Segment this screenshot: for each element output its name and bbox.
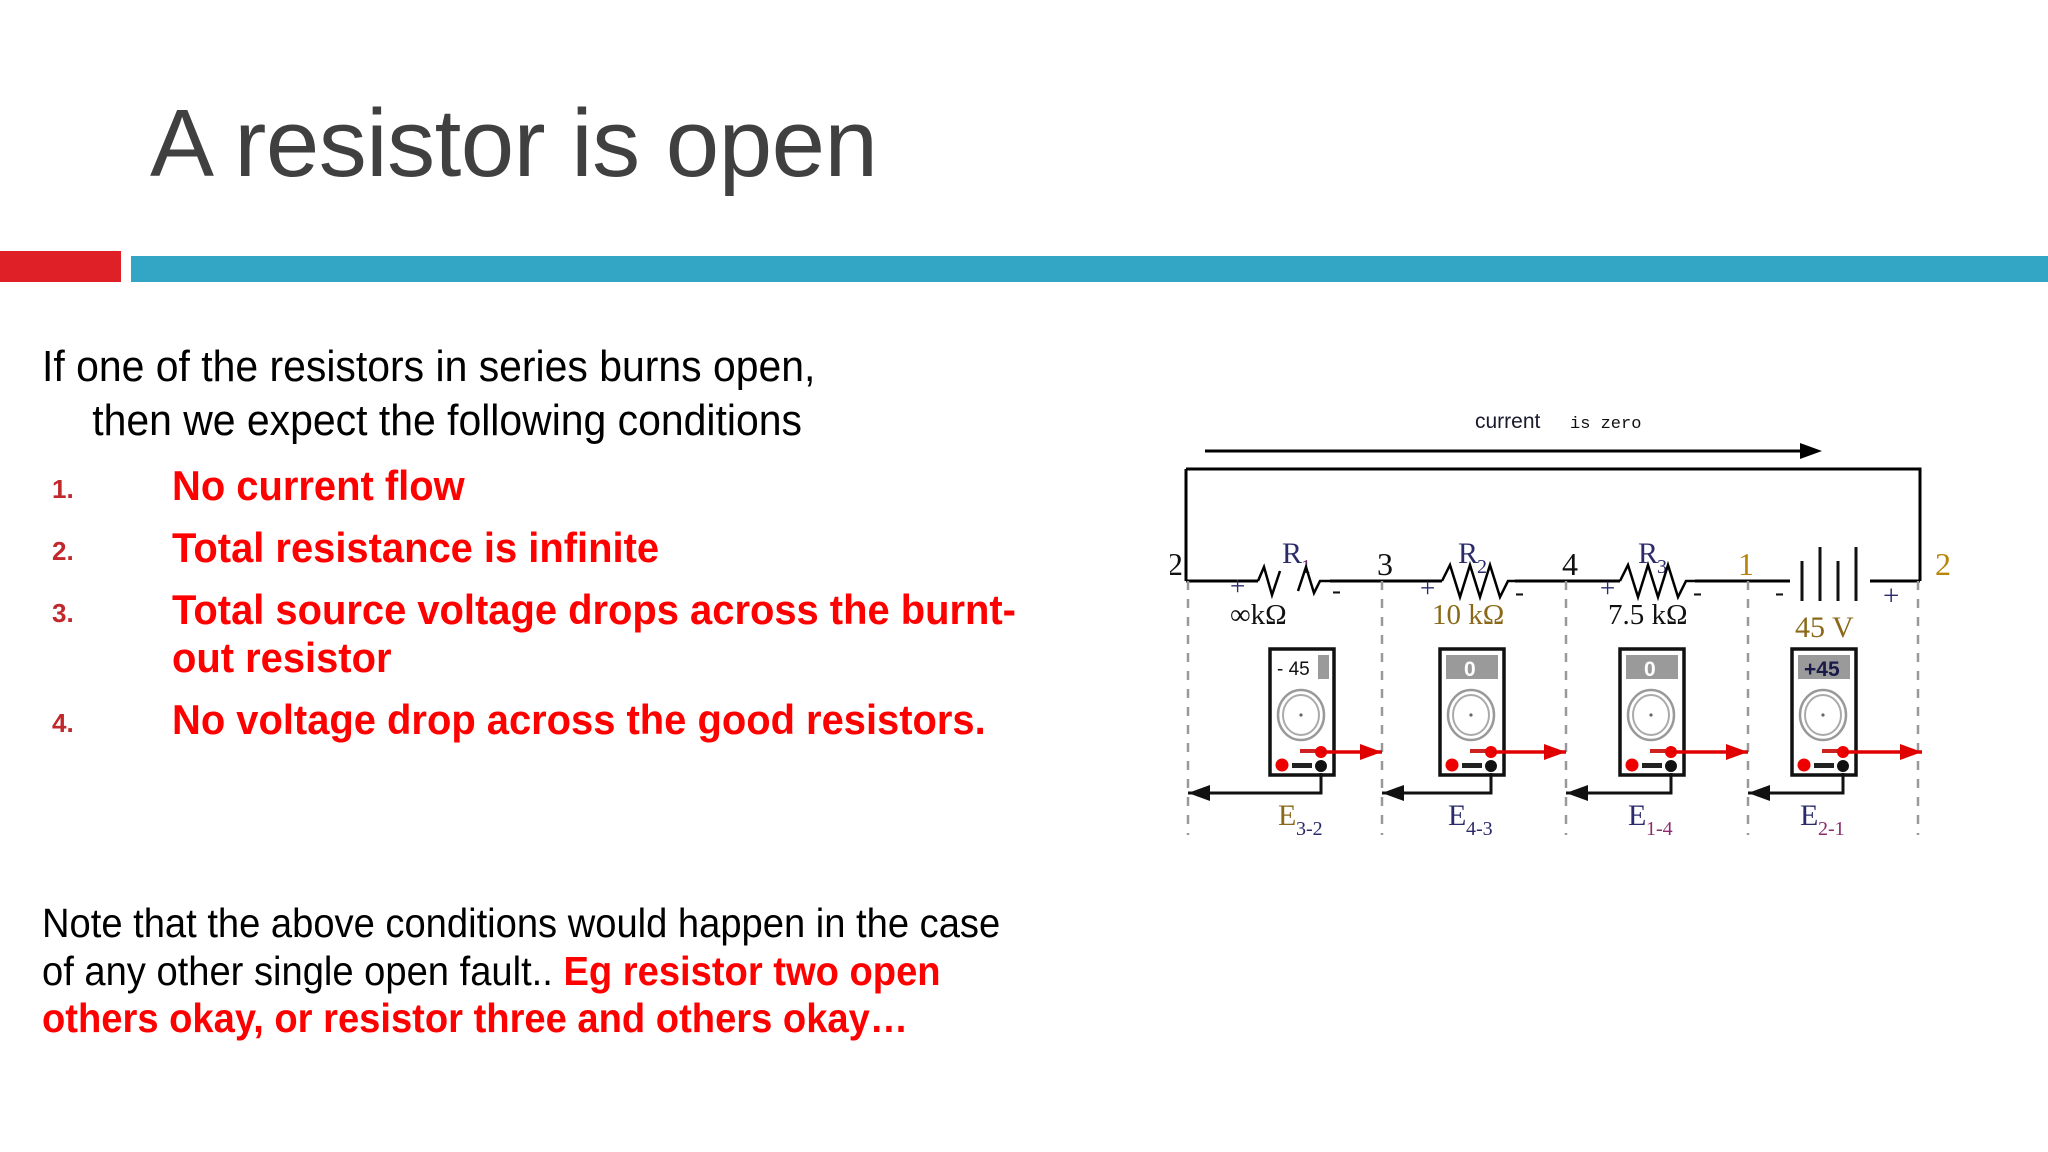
resistor-r1: R 1 + - ∞kΩ: [1230, 537, 1341, 631]
list-item: 4. No voltage drop across the good resis…: [42, 696, 1062, 744]
meter-e21-label-sub: 2-1: [1818, 818, 1845, 840]
meter-e14-label-sub: 1-4: [1646, 818, 1673, 840]
resistor-r2-ref: R: [1458, 537, 1478, 570]
resistor-r1-polarity-left: +: [1230, 571, 1245, 601]
node-label-after-r2: 4: [1562, 546, 1578, 582]
resistor-r2-polarity-left: +: [1420, 573, 1435, 603]
list-item-number: 4.: [52, 707, 74, 738]
resistor-r3-polarity-right: -: [1693, 577, 1702, 607]
divider-accent-teal: [131, 256, 2048, 282]
meter-e14: 0 E 1-4: [1566, 647, 1748, 840]
meter-e21-display: +45: [1804, 658, 1840, 681]
meter-e32-label: E: [1278, 799, 1296, 832]
intro-line-2: then we expect the following conditions: [92, 395, 802, 445]
footer-note: Note that the above conditions would hap…: [42, 900, 1028, 1043]
meter-e32: - 45 E 3-2: [1188, 647, 1382, 840]
resistor-r3: R 3 + - 7.5 kΩ: [1600, 537, 1702, 631]
divider-accent-red: [0, 251, 121, 282]
list-item: 2. Total resistance is infinite: [42, 524, 1062, 572]
node-label-left: 2: [1170, 546, 1183, 582]
circuit-diagram: current is zero 2 3 4 1 2 R 1 + - ∞kΩ R …: [1170, 395, 1970, 845]
meter-e43-label-sub: 4-3: [1466, 818, 1493, 840]
meter-e14-display: 0: [1644, 658, 1656, 681]
list-item-number: 1.: [52, 474, 74, 504]
meter-e21-label: E: [1800, 799, 1818, 832]
meter-e21: +45 E 2-1: [1748, 647, 1922, 840]
list-item-label: Total resistance is infinite: [172, 523, 660, 571]
resistor-r3-ref: R: [1638, 537, 1658, 570]
page-title: A resistor is open: [150, 90, 878, 197]
conditions-list: 1. No current flow 2. Total resistance i…: [42, 462, 1062, 757]
meter-e43-label: E: [1448, 799, 1466, 832]
resistor-r2-sub: 2: [1477, 556, 1487, 578]
node-label-after-r1: 3: [1377, 546, 1393, 582]
footer-note-plain: Note that the above conditions would hap…: [42, 900, 1001, 994]
resistor-r2-polarity-right: -: [1515, 577, 1524, 607]
resistor-r3-sub: 3: [1657, 556, 1667, 578]
list-item-label: No current flow: [172, 462, 465, 509]
list-item-label: No voltage drop across the good resistor…: [172, 695, 986, 743]
intro-paragraph: If one of the resistors in series burns …: [42, 340, 981, 447]
battery-source: - + 45 V: [1775, 547, 1899, 644]
meter-e32-display: - 45: [1277, 659, 1310, 680]
list-item: 3. Total source voltage drops across the…: [42, 586, 1062, 682]
resistor-r1-ref: R: [1282, 537, 1302, 570]
battery-value: 45 V: [1795, 611, 1854, 644]
battery-polarity-left: -: [1775, 577, 1784, 607]
list-item-label: Total source voltage drops across the bu…: [172, 585, 1016, 681]
battery-polarity-right: +: [1883, 580, 1899, 612]
meter-e32-label-sub: 3-2: [1296, 818, 1323, 840]
resistor-r2-value: 10 kΩ: [1432, 599, 1504, 631]
intro-line-1: If one of the resistors in series burns …: [42, 342, 816, 391]
node-label-right: 2: [1935, 546, 1951, 582]
meter-e43-display: 0: [1464, 658, 1476, 681]
resistor-r1-polarity-right: -: [1332, 575, 1341, 605]
current-label-rest: is zero: [1570, 415, 1641, 434]
circuit-loop-wire: [1184, 467, 1922, 581]
resistor-r1-value: ∞kΩ: [1230, 599, 1287, 631]
resistor-r3-value: 7.5 kΩ: [1608, 599, 1688, 631]
meter-e43: 0 E 4-3: [1382, 647, 1566, 840]
list-item-number: 3.: [52, 597, 74, 628]
footer-note-emphasis: Eg resistor two open others okay, or res…: [42, 947, 941, 1042]
resistor-r3-polarity-left: +: [1600, 573, 1615, 603]
measurement-boundaries: [1186, 581, 1920, 835]
current-label-bold: current: [1475, 410, 1541, 433]
list-item: 1. No current flow: [42, 462, 1062, 510]
resistor-r2: R 2 + - 10 kΩ: [1420, 537, 1524, 631]
meter-e14-label: E: [1628, 799, 1646, 832]
node-label-after-r3: 1: [1738, 546, 1754, 582]
list-item-number: 2.: [52, 535, 74, 566]
current-direction-arrow: [1205, 443, 1822, 459]
